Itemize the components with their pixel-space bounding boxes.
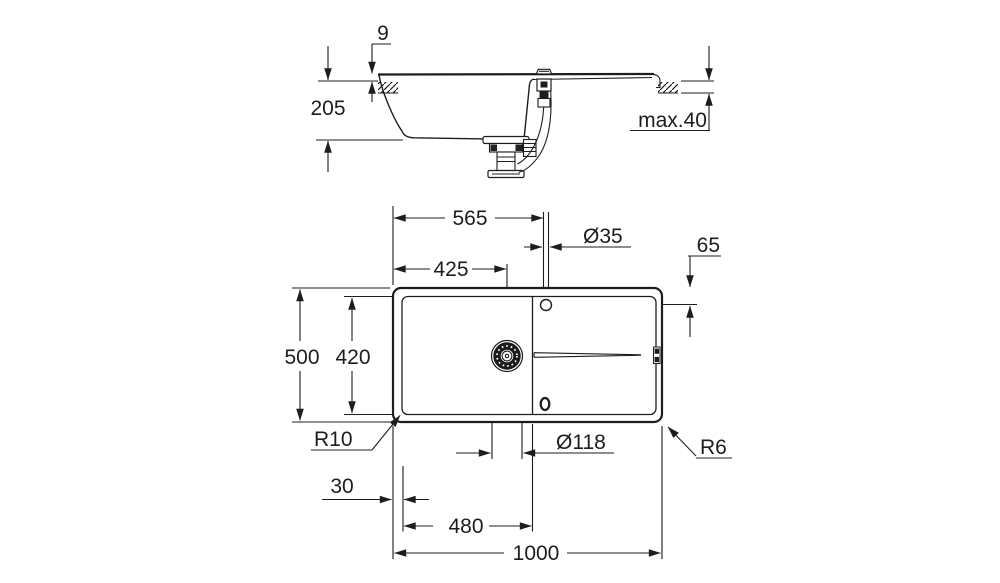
dim-edge-to-bowl: 30 [322, 475, 429, 504]
dim-faucet-from-left-label: 565 [452, 207, 487, 230]
dim-outer-corner-radius-label: R6 [700, 436, 727, 459]
dim-bowl-length-label: 480 [448, 515, 483, 538]
countertop-extension-right [681, 80, 714, 94]
countertop-hatch-right [658, 82, 678, 94]
dim-edge-to-bowl-label: 30 [330, 475, 353, 498]
faucet-hole-plug [535, 68, 553, 75]
sink-outline [391, 286, 664, 424]
dim-overall-depth: 500 [284, 289, 320, 421]
countertop-hatch-left [378, 82, 398, 94]
dim-drain-dia: Ø118 [456, 431, 614, 457]
dim-outer-corner-radius: R6 [667, 426, 732, 459]
drainboard-underside [532, 76, 653, 81]
dim-drain-from-left: 425 [393, 258, 507, 281]
drainboard-groove [533, 352, 642, 358]
dim-rim-height: 9 [368, 22, 391, 102]
overflow-slot [653, 346, 661, 364]
dim-bowl-corner-radius-label: R10 [314, 428, 353, 451]
plan-view: 565 Ø35 65 425 500 [284, 206, 732, 565]
dim-drain-dia-label: Ø118 [556, 431, 606, 454]
dim-overall-length-label: 1000 [513, 542, 560, 565]
dim-drain-from-left-label: 425 [433, 258, 468, 281]
dim-faucet-from-edge: 65 [686, 234, 721, 337]
dim-faucet-hole-dia: Ø35 [524, 225, 631, 251]
dim-faucet-from-edge-label: 65 [697, 234, 720, 257]
drain-trap [482, 135, 537, 179]
dim-faucet-from-left: 565 [393, 207, 544, 230]
dim-depth: 205 [310, 46, 403, 172]
overflow-pipe [517, 78, 552, 174]
side-view-section: 9 205 max.40 [310, 22, 714, 179]
dim-faucet-hole-dia-label: Ø35 [583, 225, 623, 248]
bowl-profile [378, 74, 535, 141]
accessory-hole [539, 396, 551, 412]
dim-countertop-max: max.40 [630, 46, 713, 132]
rim-right-lip [651, 73, 661, 89]
dim-overall-depth-label: 500 [284, 346, 319, 369]
sink-rim-top [377, 72, 655, 76]
faucet-hole [539, 298, 553, 312]
dim-bowl-corner-radius: R10 [311, 415, 401, 451]
dim-bowl-depth-label: 420 [335, 346, 370, 369]
dim-countertop-max-label: max.40 [638, 109, 707, 132]
dim-bowl-depth: 420 [335, 297, 371, 414]
dim-depth-label: 205 [310, 97, 345, 120]
dim-rim-height-label: 9 [377, 22, 389, 45]
drain-strainer [490, 339, 524, 373]
dim-bowl-length: 480 [403, 515, 532, 538]
dim-overall-length: 1000 [394, 542, 661, 565]
